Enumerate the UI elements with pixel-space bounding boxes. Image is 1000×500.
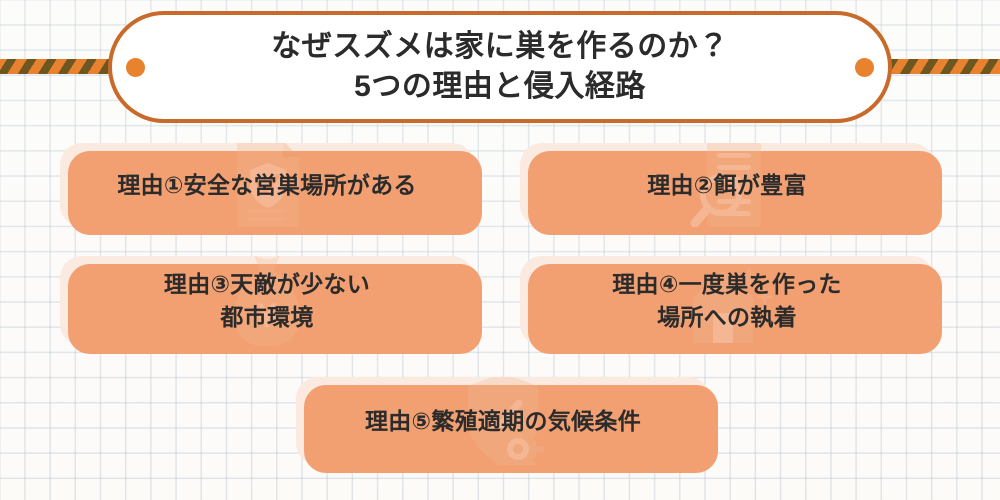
page-title-line-2: 5つの理由と侵入経路 <box>354 70 646 103</box>
card-shadow-4 <box>528 264 942 354</box>
page-title-line-1: なぜスズメは家に巣を作るのか？ <box>271 30 729 64</box>
banner-left-dot-icon <box>126 57 145 77</box>
reason-card-2-label: 理由②餌が豊富 <box>647 171 807 198</box>
card-shadow-5 <box>304 385 718 473</box>
card-shadow-1 <box>68 151 482 235</box>
banner-right-dot-icon <box>855 57 874 77</box>
reason-card-3-label: 理由③天敵が少ない 都市環境 <box>163 271 371 330</box>
title-banner: なぜスズメは家に巣を作るのか？ 5つの理由と侵入経路 <box>108 11 892 123</box>
card-shadow-2 <box>528 151 942 235</box>
reason-card-4-label: 理由④一度巣を作った 場所への執着 <box>612 271 842 330</box>
reason-card-1-label: 理由①安全な営巣場所がある <box>117 171 417 198</box>
reason-card-5-label: 理由⑤繁殖適期の気候条件 <box>364 407 642 434</box>
card-shadow-3 <box>68 264 482 354</box>
